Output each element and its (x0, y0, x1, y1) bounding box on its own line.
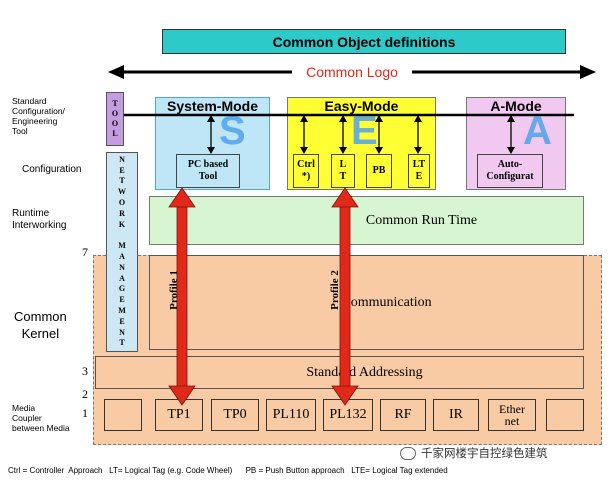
profile-1-arrow (168, 187, 196, 406)
media-box-blank-right (546, 399, 584, 431)
auto-configuration-label: Auto- Configurat (486, 159, 534, 182)
system-mode-box: System-Mode S PC based Tool (155, 97, 270, 190)
network-management-text: N E T W O R K M A N A G E M E N T (118, 154, 126, 348)
media-box-ir: IR (433, 399, 479, 431)
pc-based-tool-box: PC based Tool (176, 154, 240, 188)
watermark: 千家网楼宇自控绿色建筑 (400, 445, 548, 461)
media-box-tp1: TP1 (155, 399, 203, 431)
lte-box: LT E (408, 154, 430, 188)
tool-column-text: T O O L (111, 99, 119, 138)
network-management-column: N E T W O R K M A N A G E M E N T (106, 152, 138, 352)
watermark-text: 千家网楼宇自控绿色建筑 (421, 446, 548, 460)
media-box-ethernet: Ether net (488, 399, 536, 431)
profile-2-arrow (331, 187, 359, 406)
ctrl-box: Ctrl *) (293, 154, 319, 188)
lte-label: LT E (412, 159, 426, 182)
communication-label: Communication (341, 294, 432, 310)
media-box-pl132: PL132 (323, 399, 373, 431)
media-label-tp1: TP1 (167, 407, 191, 422)
layer-number-2: 2 (82, 387, 88, 401)
standard-addressing-box: Standard Addressing (95, 356, 584, 389)
media-label-ir: IR (449, 407, 463, 422)
easy-mode-box: Easy-Mode E Ctrl *) L T PB LT E (287, 97, 436, 190)
profile-1-label: Profile 1 (168, 270, 180, 310)
media-label-ethernet: Ether net (499, 402, 525, 428)
common-object-definitions-banner: Common Object definitions (162, 29, 566, 54)
profile-2-label: Profile 2 (329, 270, 341, 310)
pb-box: PB (366, 154, 392, 188)
lt-box: L T (331, 154, 355, 188)
label-common-kernel: Common Kernel (14, 309, 67, 341)
media-box-blank-left (104, 399, 142, 431)
ctrl-label: Ctrl *) (297, 159, 315, 182)
media-box-rf: RF (380, 399, 426, 431)
label-standard-tool: Standard Configuration/ Engineering Tool (12, 96, 65, 136)
media-box-tp0: TP0 (211, 399, 259, 431)
common-logo-label-wrap: Common Logo (292, 64, 412, 82)
layer-number-3: 3 (82, 364, 88, 378)
a-mode-letter: A (523, 109, 552, 153)
media-box-pl110: PL110 (266, 399, 316, 431)
media-label-tp0: TP0 (223, 407, 247, 422)
lt-label: L T (339, 159, 347, 182)
label-media-coupler: Media Coupler between Media (12, 403, 70, 433)
common-run-time-box: Common Run Time (149, 196, 584, 245)
label-configuration: Configuration (22, 164, 82, 175)
banner-title: Common Object definitions (272, 33, 456, 50)
pb-label: PB (372, 165, 386, 176)
easy-mode-letter: E (351, 109, 378, 153)
label-runtime-interworking: Runtime Interworking (12, 208, 67, 231)
auto-configuration-box: Auto- Configurat (477, 154, 543, 188)
standard-addressing-label: Standard Addressing (306, 364, 423, 380)
layer-number-7: 7 (82, 245, 88, 259)
media-label-rf: RF (394, 407, 412, 422)
pc-based-tool-label: PC based Tool (187, 159, 229, 182)
communication-box: Communication (149, 255, 584, 350)
a-mode-box: A-Mode A Auto- Configurat (466, 97, 566, 190)
system-mode-title: System-Mode (166, 98, 259, 114)
system-mode-letter: S (219, 109, 246, 153)
footnote: Ctrl = Controller Approach LT= Logical T… (8, 466, 448, 475)
tool-column: T O O L (106, 92, 124, 146)
common-run-time-label: Common Run Time (365, 212, 478, 228)
media-label-pl110: PL110 (272, 407, 310, 422)
layer-number-1: 1 (82, 406, 88, 420)
common-logo-label: Common Logo (306, 64, 398, 80)
a-mode-title: A-Mode (490, 98, 542, 114)
easy-mode-title: Easy-Mode (324, 98, 399, 114)
watermark-icon (400, 446, 416, 460)
media-label-pl132: PL132 (329, 407, 367, 422)
